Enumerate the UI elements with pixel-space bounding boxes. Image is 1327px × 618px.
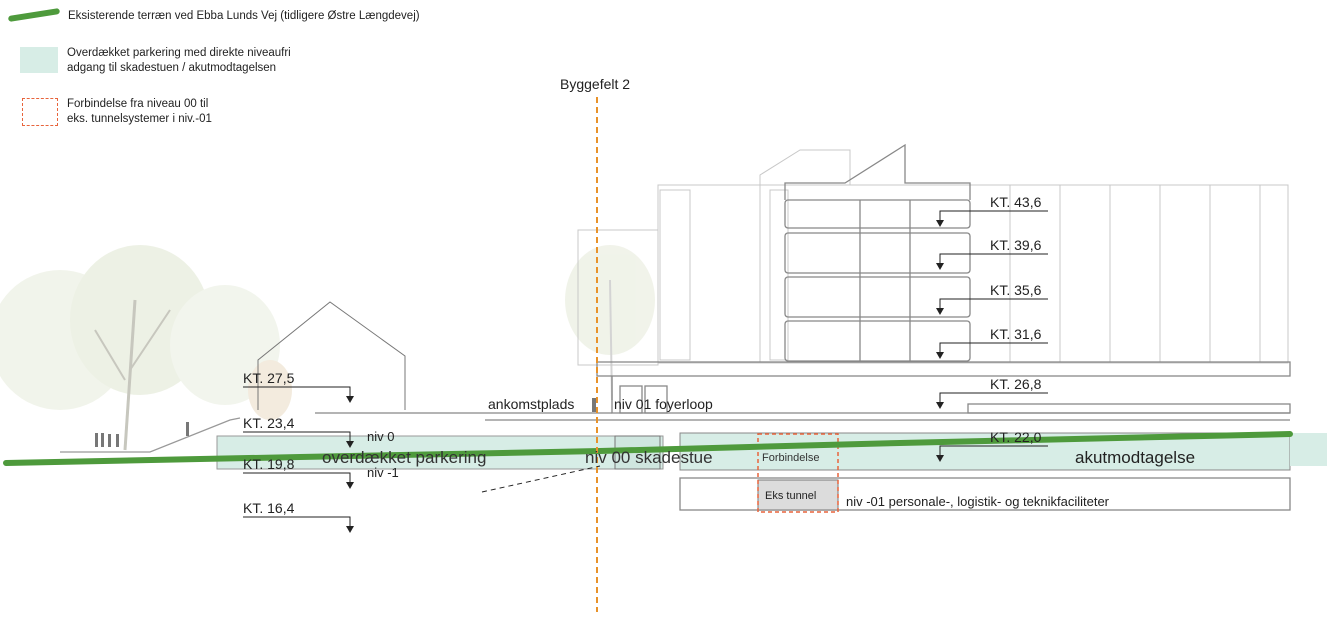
level-arrow-icon	[346, 482, 354, 489]
legend-connection-line1: Forbindelse fra niveau 00 til	[67, 98, 209, 110]
level-label: KT. 16,4	[243, 500, 295, 516]
level-label: KT. 39,6	[990, 237, 1042, 253]
level-label: KT. 31,6	[990, 326, 1042, 342]
tree-left-group	[0, 245, 292, 451]
niv-minus1-label: niv -1	[367, 465, 399, 480]
people-figures	[95, 398, 596, 447]
tunnel-box	[757, 479, 839, 511]
podium	[315, 361, 1291, 421]
parking-label: overdækket parkering	[322, 448, 486, 467]
level-arrow-icon	[936, 352, 944, 359]
connection-dashed-box	[757, 433, 839, 513]
arrival-label: ankomstplads	[488, 396, 574, 412]
emergency-room-label: niv 00 skadestue	[585, 448, 713, 467]
legend-terrain-label: Eksisterende terræn ved Ebba Lunds Vej (…	[68, 10, 420, 22]
level-label: KT. 23,4	[243, 415, 295, 431]
tower-main	[784, 143, 971, 362]
level-leader-line	[939, 392, 1048, 403]
level-leader-line	[243, 472, 351, 483]
level-leader-line	[243, 516, 351, 527]
tunnel-label: Eks tunnel	[765, 490, 816, 502]
level-marker: KT. 22,0	[936, 429, 1048, 462]
level-arrow-icon	[936, 308, 944, 315]
level-leader-line	[939, 298, 1048, 309]
level-leader-line	[243, 386, 351, 397]
level-marker: KT. 27,5	[243, 370, 354, 403]
level-label: KT. 35,6	[990, 282, 1042, 298]
legend: Eksisterende terræn ved Ebba Lunds Vej (…	[0, 0, 560, 140]
level-leader-line	[939, 253, 1048, 264]
level-marker: KT. 19,8	[243, 456, 354, 489]
level-label: KT. 22,0	[990, 429, 1042, 445]
niv0-label: niv 0	[367, 429, 394, 444]
level-marker: KT. 43,6	[936, 194, 1048, 227]
house-outline	[257, 301, 406, 410]
level-leader-line	[939, 342, 1048, 353]
foyer-label: niv 01 foyerloop	[614, 396, 713, 412]
level-arrow-icon	[936, 263, 944, 270]
level-marker: KT. 35,6	[936, 282, 1048, 315]
level-arrow-icon	[346, 526, 354, 533]
tower-background	[577, 149, 1289, 366]
terrain-line	[3, 431, 1293, 466]
legend-connection-line2: eks. tunnelsystemer i niv.-01	[67, 113, 212, 125]
basement-label: niv -01 personale-, logistik- og teknikf…	[846, 494, 1110, 509]
level-arrow-icon	[936, 455, 944, 462]
level-arrow-icon	[346, 396, 354, 403]
connection-label: Forbindelse	[762, 452, 819, 464]
sight-line	[481, 465, 601, 493]
acute-label: akutmodtagelse	[1075, 448, 1195, 467]
level-label: KT. 27,5	[243, 370, 295, 386]
level-label: KT. 26,8	[990, 376, 1042, 392]
level-arrow-icon	[936, 402, 944, 409]
basement-box	[679, 477, 1291, 511]
level-marker: KT. 16,4	[243, 500, 354, 533]
left-level-markers: KT. 27,5KT. 23,4KT. 19,8KT. 16,4	[243, 370, 354, 533]
plot-label: Byggefelt 2	[560, 76, 630, 92]
level-leader-line	[939, 445, 1048, 456]
level-label: KT. 19,8	[243, 456, 295, 472]
legend-parking-line1: Overdækket parkering med direkte niveauf…	[67, 47, 291, 59]
right-level-markers: KT. 43,6KT. 39,6KT. 35,6KT. 31,6KT. 26,8…	[936, 194, 1048, 462]
level-arrow-icon	[346, 441, 354, 448]
level-label: KT. 43,6	[990, 194, 1042, 210]
legend-parking-line2: adgang til skadestuen / akutmodtagelsen	[67, 62, 277, 74]
level-marker: KT. 23,4	[243, 415, 354, 448]
connection-swatch	[22, 98, 58, 126]
level-marker: KT. 39,6	[936, 237, 1048, 270]
level-marker: KT. 31,6	[936, 326, 1048, 359]
level-marker: KT. 26,8	[936, 376, 1048, 409]
level-leader-line	[939, 210, 1048, 221]
stair-ramp	[60, 417, 241, 453]
level-leader-line	[243, 431, 351, 442]
parking-swatch	[20, 47, 58, 73]
level-arrow-icon	[936, 220, 944, 227]
